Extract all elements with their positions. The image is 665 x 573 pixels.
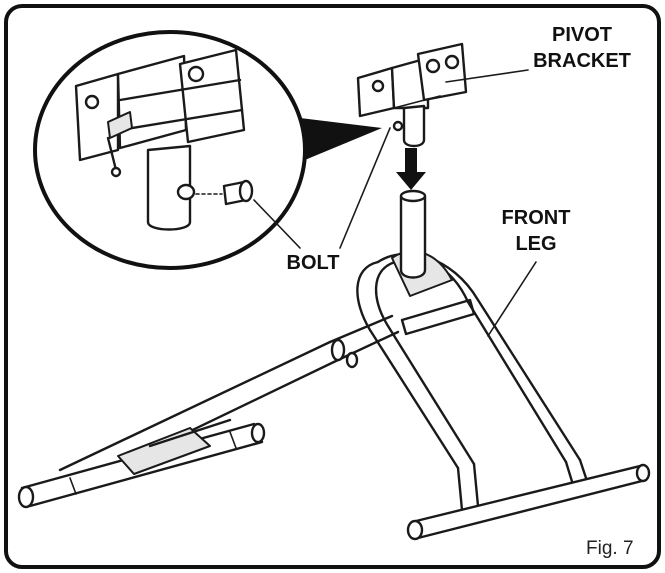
callout-wedge — [300, 118, 382, 162]
front-leg-label: FRONT LEG — [486, 205, 586, 257]
bolt-label: BOLT — [278, 250, 348, 276]
bolt-label-text: BOLT — [286, 252, 340, 274]
leader-lines — [253, 69, 537, 337]
pivot-label-line1: PIVOT — [551, 24, 612, 46]
center-post — [399, 189, 427, 279]
pivot-bracket — [356, 42, 468, 148]
front-label-line2: LEG — [515, 233, 557, 255]
detail-circle — [33, 30, 307, 270]
pivot-label-line2: BRACKET — [533, 50, 631, 72]
frame-border — [4, 4, 661, 569]
front-leg — [356, 250, 651, 541]
pivot-bracket-label: PIVOT BRACKET — [522, 22, 642, 74]
rear-leg — [17, 314, 400, 509]
figure-number: Fig. 7 — [586, 538, 634, 559]
front-label-line1: FRONT — [501, 207, 571, 229]
down-arrow — [396, 148, 426, 190]
